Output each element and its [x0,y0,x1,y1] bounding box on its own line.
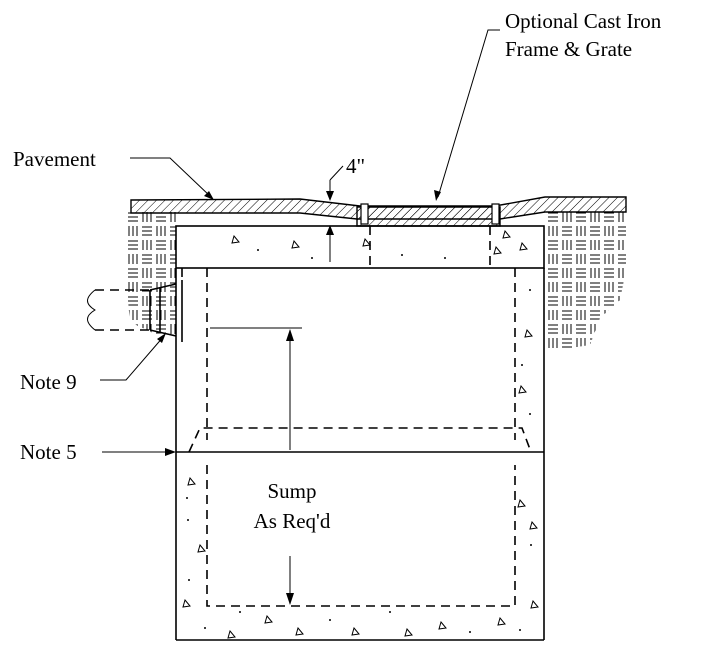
cover-dimension-label: 4" [346,154,365,178]
pavement-leader-arrow [204,191,214,200]
frame-leader-arrow [434,190,441,201]
concrete-aggregate [182,229,539,639]
frame-leader [437,29,500,198]
soil-right [544,212,626,352]
sump-dimension [210,327,302,605]
frame-lug-right [491,203,500,225]
sump-label-line1: Sump [267,479,316,503]
note5-label: Note 5 [20,440,77,464]
note9-label: Note 9 [20,370,77,394]
inner-outline [181,268,516,607]
frame-lug-left [360,203,369,225]
note9-leader-arrow [157,333,166,343]
pavement-label: Pavement [13,147,96,171]
frame-grate-label-line1: Optional Cast Iron [505,9,662,33]
inlet-pipe [87,280,183,342]
soil-left [127,212,176,338]
pavement-leader [130,157,212,198]
bench-outline [188,427,532,453]
cover-dimension [326,165,344,262]
concrete-dots [186,249,532,633]
note9-leader [100,335,165,381]
sump-label-line2: As Req'd [254,509,331,533]
top-slab [175,225,545,269]
frame-grate-label-line2: Frame & Grate [505,37,632,61]
note5-leader-arrow [165,448,176,456]
frame-and-grate [356,206,501,227]
